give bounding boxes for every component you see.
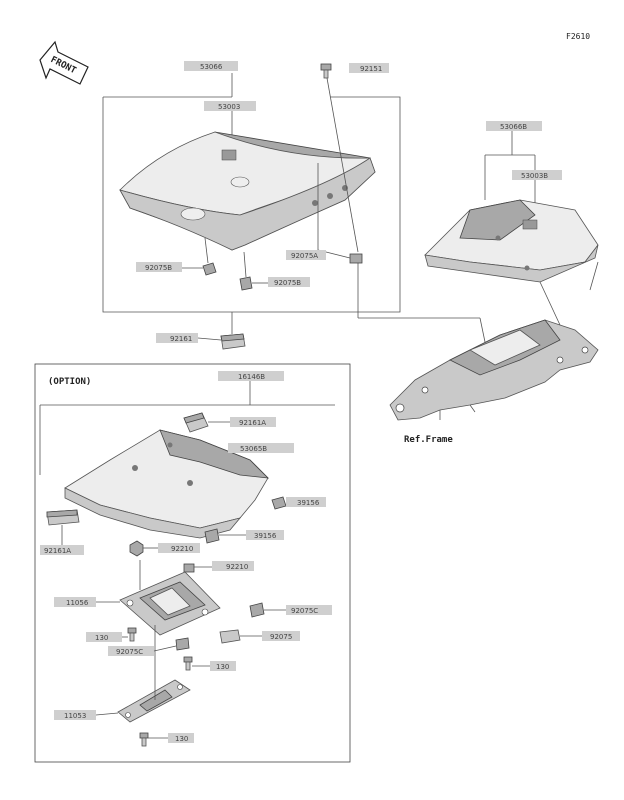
label-53066B: 53066B [500, 123, 527, 131]
option-label: (OPTION) [48, 377, 91, 387]
option-group: (OPTION) 16146B 92161A 53065B 39 [34, 363, 351, 763]
label-92075B-right: 92075B [274, 279, 301, 287]
label-92210: 92210 [171, 545, 193, 553]
damper-92075C-right-icon [249, 602, 265, 618]
front-arrow-icon: FRONT [39, 40, 89, 85]
label-130-left: 130 [95, 634, 108, 642]
rear-frame [389, 319, 599, 421]
bracket-11056 [119, 571, 221, 636]
seat-assembly-group [102, 63, 486, 350]
label-39156-mid: 39156 [254, 532, 277, 540]
damper-39156-mid-icon [204, 528, 220, 544]
label-53066: 53066 [200, 63, 223, 71]
damper-39156-right-icon [271, 496, 287, 510]
label-92075C-left: 92075C [116, 648, 143, 656]
label-11056: 11056 [66, 599, 89, 607]
label-92075A: 92075A [291, 252, 318, 260]
damper-92075C-left-icon [175, 637, 190, 651]
damper-92075B-left-icon [202, 262, 217, 276]
damper-92075-icon [219, 629, 241, 644]
ref-frame-label: Ref.Frame [404, 435, 453, 445]
label-92075B-left: 92075B [145, 264, 172, 272]
nut-92210b-icon [183, 563, 195, 573]
label-92210-b: 92210 [226, 563, 248, 571]
label-92075: 92075 [270, 633, 292, 641]
label-53065B: 53065B [240, 445, 267, 453]
bolt-92151-icon [320, 63, 332, 79]
label-92161A-top: 92161A [239, 419, 266, 427]
label-130-bottom: 130 [175, 735, 188, 743]
option-frame [34, 363, 351, 763]
damper-92161A-left-icon [46, 509, 80, 526]
seat-cowl-53066B [424, 199, 599, 283]
bolt-130-left-icon [127, 627, 137, 642]
seat-53003 [119, 131, 376, 251]
label-53003B: 53003B [521, 172, 548, 180]
seat-cowl-53065B [64, 429, 270, 539]
nut-92210-icon [129, 540, 144, 557]
seat-cowl-group: 53066B 53003B [424, 121, 599, 326]
bolt-130-mid-icon [183, 656, 193, 671]
label-92161: 92161 [170, 335, 192, 343]
label-92075C-right: 92075C [291, 607, 318, 615]
label-53003: 53003 [218, 103, 240, 111]
damper-92075B-right-icon [239, 276, 253, 291]
damper-92161A-top-icon [183, 412, 209, 433]
bolt-130-bottom-icon [139, 732, 149, 747]
plate-11053 [117, 679, 191, 723]
label-39156-right: 39156 [297, 499, 320, 507]
label-11053: 11053 [64, 712, 86, 720]
label-92161A-left: 92161A [44, 547, 71, 555]
damper-92161-icon [220, 333, 246, 350]
damper-92075A-icon [349, 253, 363, 264]
figure-code: F2610 [566, 32, 590, 41]
label-92151: 92151 [360, 65, 382, 73]
label-16146B: 16146B [238, 373, 265, 381]
label-130-mid: 130 [216, 663, 229, 671]
